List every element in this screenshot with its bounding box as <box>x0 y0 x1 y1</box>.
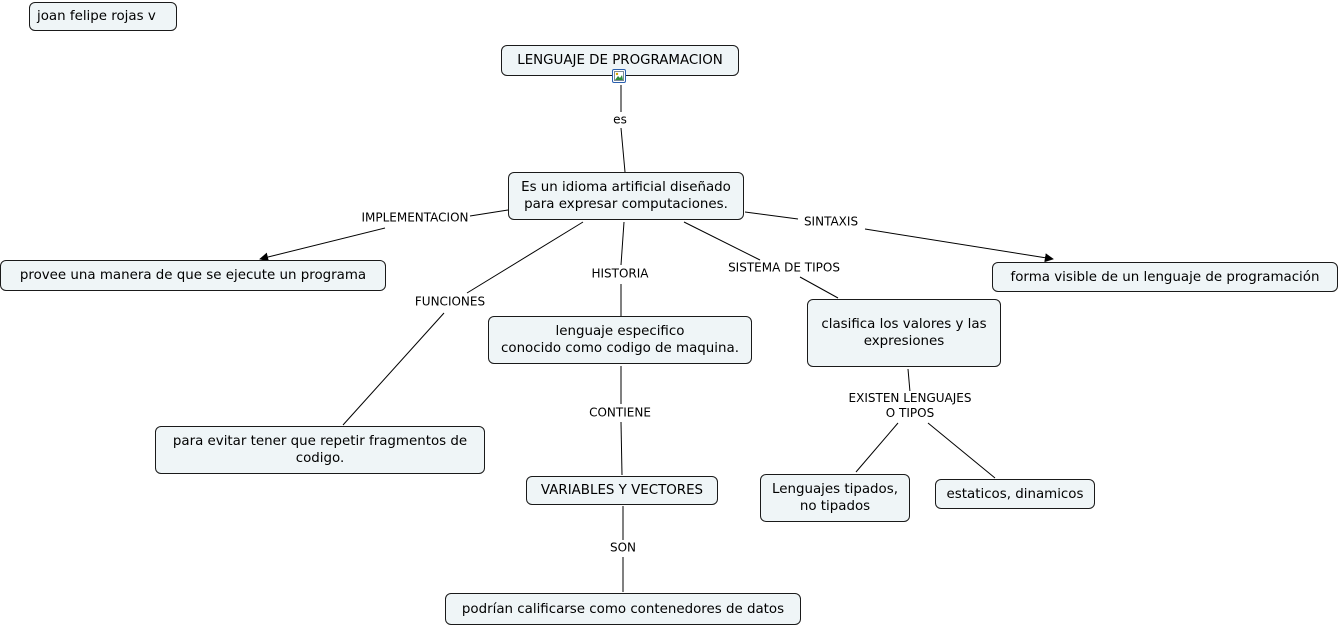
root-concept-node[interactable]: LENGUAJE DE PROGRAMACION <box>501 45 739 76</box>
history-node[interactable]: lenguaje especifico conocido como codigo… <box>488 316 752 364</box>
link-label-son: SON <box>608 540 638 556</box>
link-label-existen: EXISTEN LENGUAJES O TIPOS <box>847 391 973 421</box>
link-label-historia: HISTORIA <box>590 266 650 282</box>
link-line-def-implementacion <box>469 209 509 217</box>
implementation-node[interactable]: provee una manera de que se ejecute un p… <box>0 260 386 291</box>
link-label-es: es <box>612 112 628 128</box>
link-line-existen-static <box>927 422 996 479</box>
link-line-def-funciones <box>466 221 584 294</box>
image-icon[interactable] <box>612 69 626 83</box>
link-line-def-sistema <box>683 221 761 261</box>
link-line-def-sintaxis <box>744 211 799 220</box>
link-line-types-existen <box>907 368 911 393</box>
variables-vectors-node[interactable]: VARIABLES Y VECTORES <box>526 476 718 505</box>
syntax-node[interactable]: forma visible de un lenguaje de programa… <box>992 262 1338 292</box>
link-line-implementacion-target <box>259 227 386 262</box>
link-line-sistema-target <box>799 276 839 299</box>
author-node[interactable]: joan felipe rojas v <box>29 2 177 31</box>
type-system-node[interactable]: clasifica los valores y las expresiones <box>807 299 1001 367</box>
typed-languages-node[interactable]: Lenguajes tipados, no tipados <box>760 474 910 522</box>
link-line-funciones-target <box>342 312 445 426</box>
link-line-existen-typed <box>855 422 899 473</box>
link-label-funciones: FUNCIONES <box>413 294 487 310</box>
definition-node[interactable]: Es un idioma artificial diseñado para ex… <box>508 172 744 220</box>
link-label-implementacion: IMPLEMENTACION <box>360 210 470 226</box>
link-label-sintaxis: SINTAXIS <box>802 214 860 230</box>
link-line-def-historia <box>620 221 625 266</box>
link-line-es-definition <box>620 127 626 173</box>
link-label-sistema-de-tipos: SISTEMA DE TIPOS <box>727 260 841 276</box>
link-label-contiene: CONTIENE <box>588 405 652 421</box>
link-line-contiene-target <box>620 421 623 476</box>
static-dynamic-node[interactable]: estaticos, dinamicos <box>935 479 1095 509</box>
functions-node[interactable]: para evitar tener que repetir fragmentos… <box>155 426 485 474</box>
link-line-sintaxis-target <box>864 228 1054 263</box>
containers-node[interactable]: podrían calificarse como contenedores de… <box>445 593 801 625</box>
